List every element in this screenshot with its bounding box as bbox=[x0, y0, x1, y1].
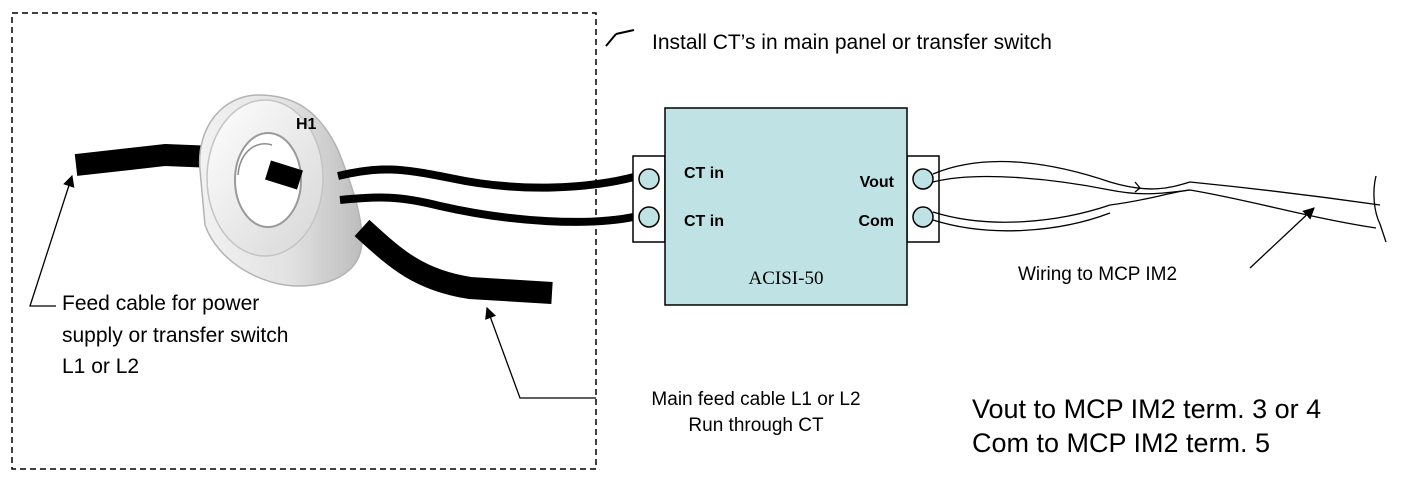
main-feed-note-line-1: Main feed cable L1 or L2 bbox=[651, 389, 860, 410]
ct-h1-label: H1 bbox=[296, 116, 317, 133]
connection-note-vout: Vout to MCP IM2 term. 3 or 4 bbox=[972, 394, 1321, 424]
wiring-note: Wiring to MCP IM2 bbox=[1018, 264, 1177, 285]
ct-in-label-1: CT in bbox=[684, 165, 724, 182]
feed-cable-note: Feed cable for power supply or transfer … bbox=[62, 292, 288, 378]
feed-cable-pointer bbox=[29, 174, 75, 307]
left-terminal-1 bbox=[638, 168, 660, 190]
output-wiring bbox=[932, 160, 1387, 243]
ct-lead-bottom bbox=[339, 193, 639, 226]
com-label: Com bbox=[858, 213, 894, 230]
feed-cable-note-line-2: supply or transfer switch bbox=[62, 324, 288, 347]
feed-cable-note-line-1: Feed cable for power bbox=[62, 292, 259, 315]
left-terminal-2 bbox=[638, 206, 660, 228]
install-note-pointer bbox=[605, 29, 635, 47]
right-terminal-2 bbox=[912, 206, 934, 228]
ct-in-label-2: CT in bbox=[684, 213, 724, 230]
connection-note-com: Com to MCP IM2 term. 5 bbox=[972, 428, 1270, 458]
acisi-box bbox=[664, 107, 908, 306]
feed-cable-stub bbox=[265, 160, 303, 190]
feed-cable-note-line-3: L1 or L2 bbox=[62, 355, 139, 378]
install-note: Install CT’s in main panel or transfer s… bbox=[652, 31, 1052, 54]
connection-notes: Vout to MCP IM2 term. 3 or 4 Com to MCP … bbox=[972, 394, 1321, 458]
main-feed-cable bbox=[354, 219, 553, 304]
main-feed-note-line-2: Run through CT bbox=[688, 415, 824, 436]
vout-label: Vout bbox=[860, 174, 895, 191]
ct-lead-top bbox=[337, 165, 640, 192]
right-terminal-1 bbox=[912, 168, 934, 190]
main-feed-pointer bbox=[485, 306, 596, 399]
acisi-box-name: ACISI-50 bbox=[749, 268, 824, 289]
current-transformer: H1 bbox=[198, 94, 363, 287]
main-feed-note: Main feed cable L1 or L2 Run through CT bbox=[651, 389, 860, 436]
wiring-pointer bbox=[1249, 207, 1315, 269]
install-boundary bbox=[11, 12, 597, 470]
